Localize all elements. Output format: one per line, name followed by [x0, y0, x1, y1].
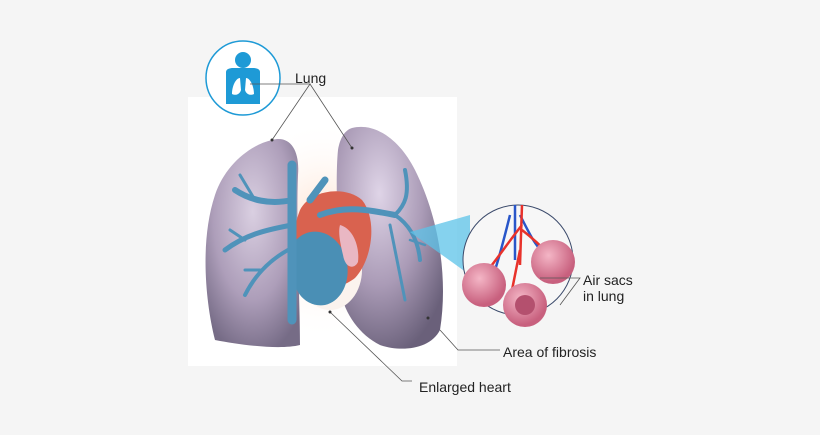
label-air-sacs-line1: Air sacs	[583, 272, 633, 288]
label-air-sacs: Air sacs in lung	[583, 272, 633, 304]
alveoli-cluster-bottom	[503, 283, 547, 327]
zoom-callout-beam	[410, 215, 470, 275]
label-air-sacs-line2: in lung	[583, 288, 625, 304]
alveoli-magnified-view	[462, 204, 575, 327]
label-area-of-fibrosis: Area of fibrosis	[503, 344, 597, 360]
alveoli-cluster-left	[462, 263, 506, 307]
heart	[292, 191, 372, 310]
label-enlarged-heart: Enlarged heart	[419, 379, 511, 395]
leader-lines	[250, 83, 581, 382]
pulmonary-vessels	[222, 160, 427, 325]
alveoli-cluster-right	[531, 240, 575, 284]
left-lung	[205, 139, 300, 348]
right-lung	[336, 126, 443, 349]
lung-person-icon	[205, 40, 281, 116]
label-lung: Lung	[295, 70, 327, 86]
